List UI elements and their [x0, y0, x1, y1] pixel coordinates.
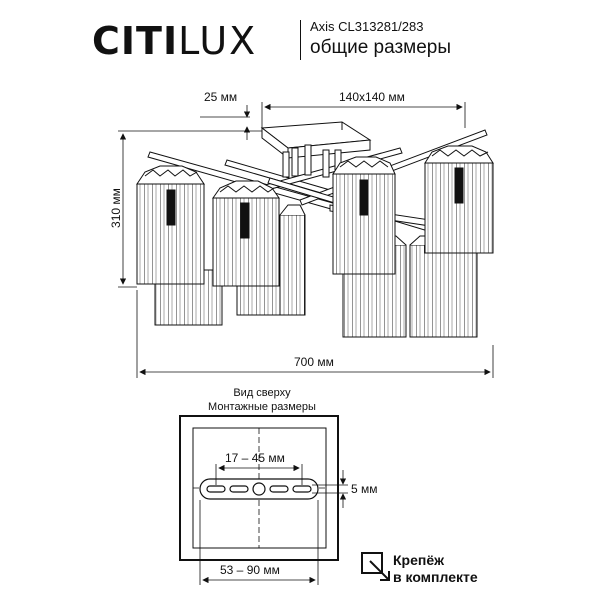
arrow-down-right-icon	[361, 552, 390, 581]
label-slot-width: 5 мм	[351, 482, 378, 496]
label-width: 700 мм	[294, 355, 334, 369]
mounting-plate	[260, 121, 372, 160]
dimension-hole-range	[199, 500, 319, 585]
note-line-1: Крепёж	[393, 552, 445, 568]
crystal-shade	[136, 165, 205, 285]
logo-bold: CITI	[92, 19, 179, 63]
label-mount-size: 140x140 мм	[339, 90, 405, 104]
crystal-shade	[409, 235, 478, 338]
model-number: Axis CL313281/283	[310, 19, 424, 34]
top-view-title: Вид сверху	[233, 387, 291, 399]
crystal-shade	[332, 156, 396, 275]
crystal-shades	[136, 145, 494, 338]
dimension-700mm	[136, 290, 494, 378]
dimension-slot-range	[215, 464, 303, 485]
header-divider	[300, 20, 301, 60]
label-slot-range: 17 – 45 мм	[225, 451, 285, 465]
dimension-25mm	[200, 105, 251, 140]
top-view-subtitle: Монтажные размеры	[208, 401, 316, 413]
page-subtitle: общие размеры	[310, 37, 452, 58]
crystal-shade	[424, 145, 494, 254]
label-hole-range: 53 – 90 мм	[220, 563, 280, 577]
dimension-310mm	[118, 130, 262, 288]
label-height: 310 мм	[109, 188, 123, 228]
label-mount-thickness: 25 мм	[204, 90, 238, 104]
note-line-2: в комплекте	[393, 568, 478, 585]
dimension-140mm	[261, 102, 466, 128]
crystal-shade	[212, 180, 280, 287]
brand-logo: CITILUX	[92, 22, 257, 60]
dimension-slot-width	[312, 470, 348, 508]
mounting-bar	[199, 478, 319, 500]
crystal-shade	[279, 204, 306, 316]
hardware-note: Крепёж в комплекте	[393, 552, 478, 586]
logo-light: LUX	[178, 19, 258, 63]
